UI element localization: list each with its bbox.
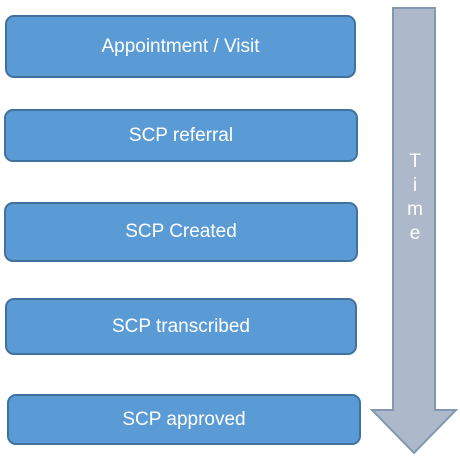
time-letter: i [412, 175, 418, 196]
step-scp-referral: SCP referral [4, 109, 358, 162]
step-label: SCP approved [122, 408, 246, 430]
down-arrow-shape [370, 7, 458, 455]
step-appointment-visit: Appointment / Visit [5, 15, 356, 78]
step-label: SCP transcribed [112, 315, 250, 337]
step-label: SCP referral [128, 124, 234, 146]
step-scp-created: SCP Created [4, 202, 358, 262]
down-arrow-icon [370, 7, 458, 455]
time-arrow: T i m e [370, 6, 458, 455]
time-label: T i m e [394, 150, 436, 246]
step-scp-transcribed: SCP transcribed [5, 298, 357, 355]
step-scp-approved: SCP approved [7, 394, 361, 445]
step-label: Appointment / Visit [101, 35, 260, 57]
time-letter: e [409, 223, 421, 244]
time-letter: m [407, 199, 423, 220]
step-label: SCP Created [125, 221, 237, 242]
time-letter: T [409, 151, 421, 172]
